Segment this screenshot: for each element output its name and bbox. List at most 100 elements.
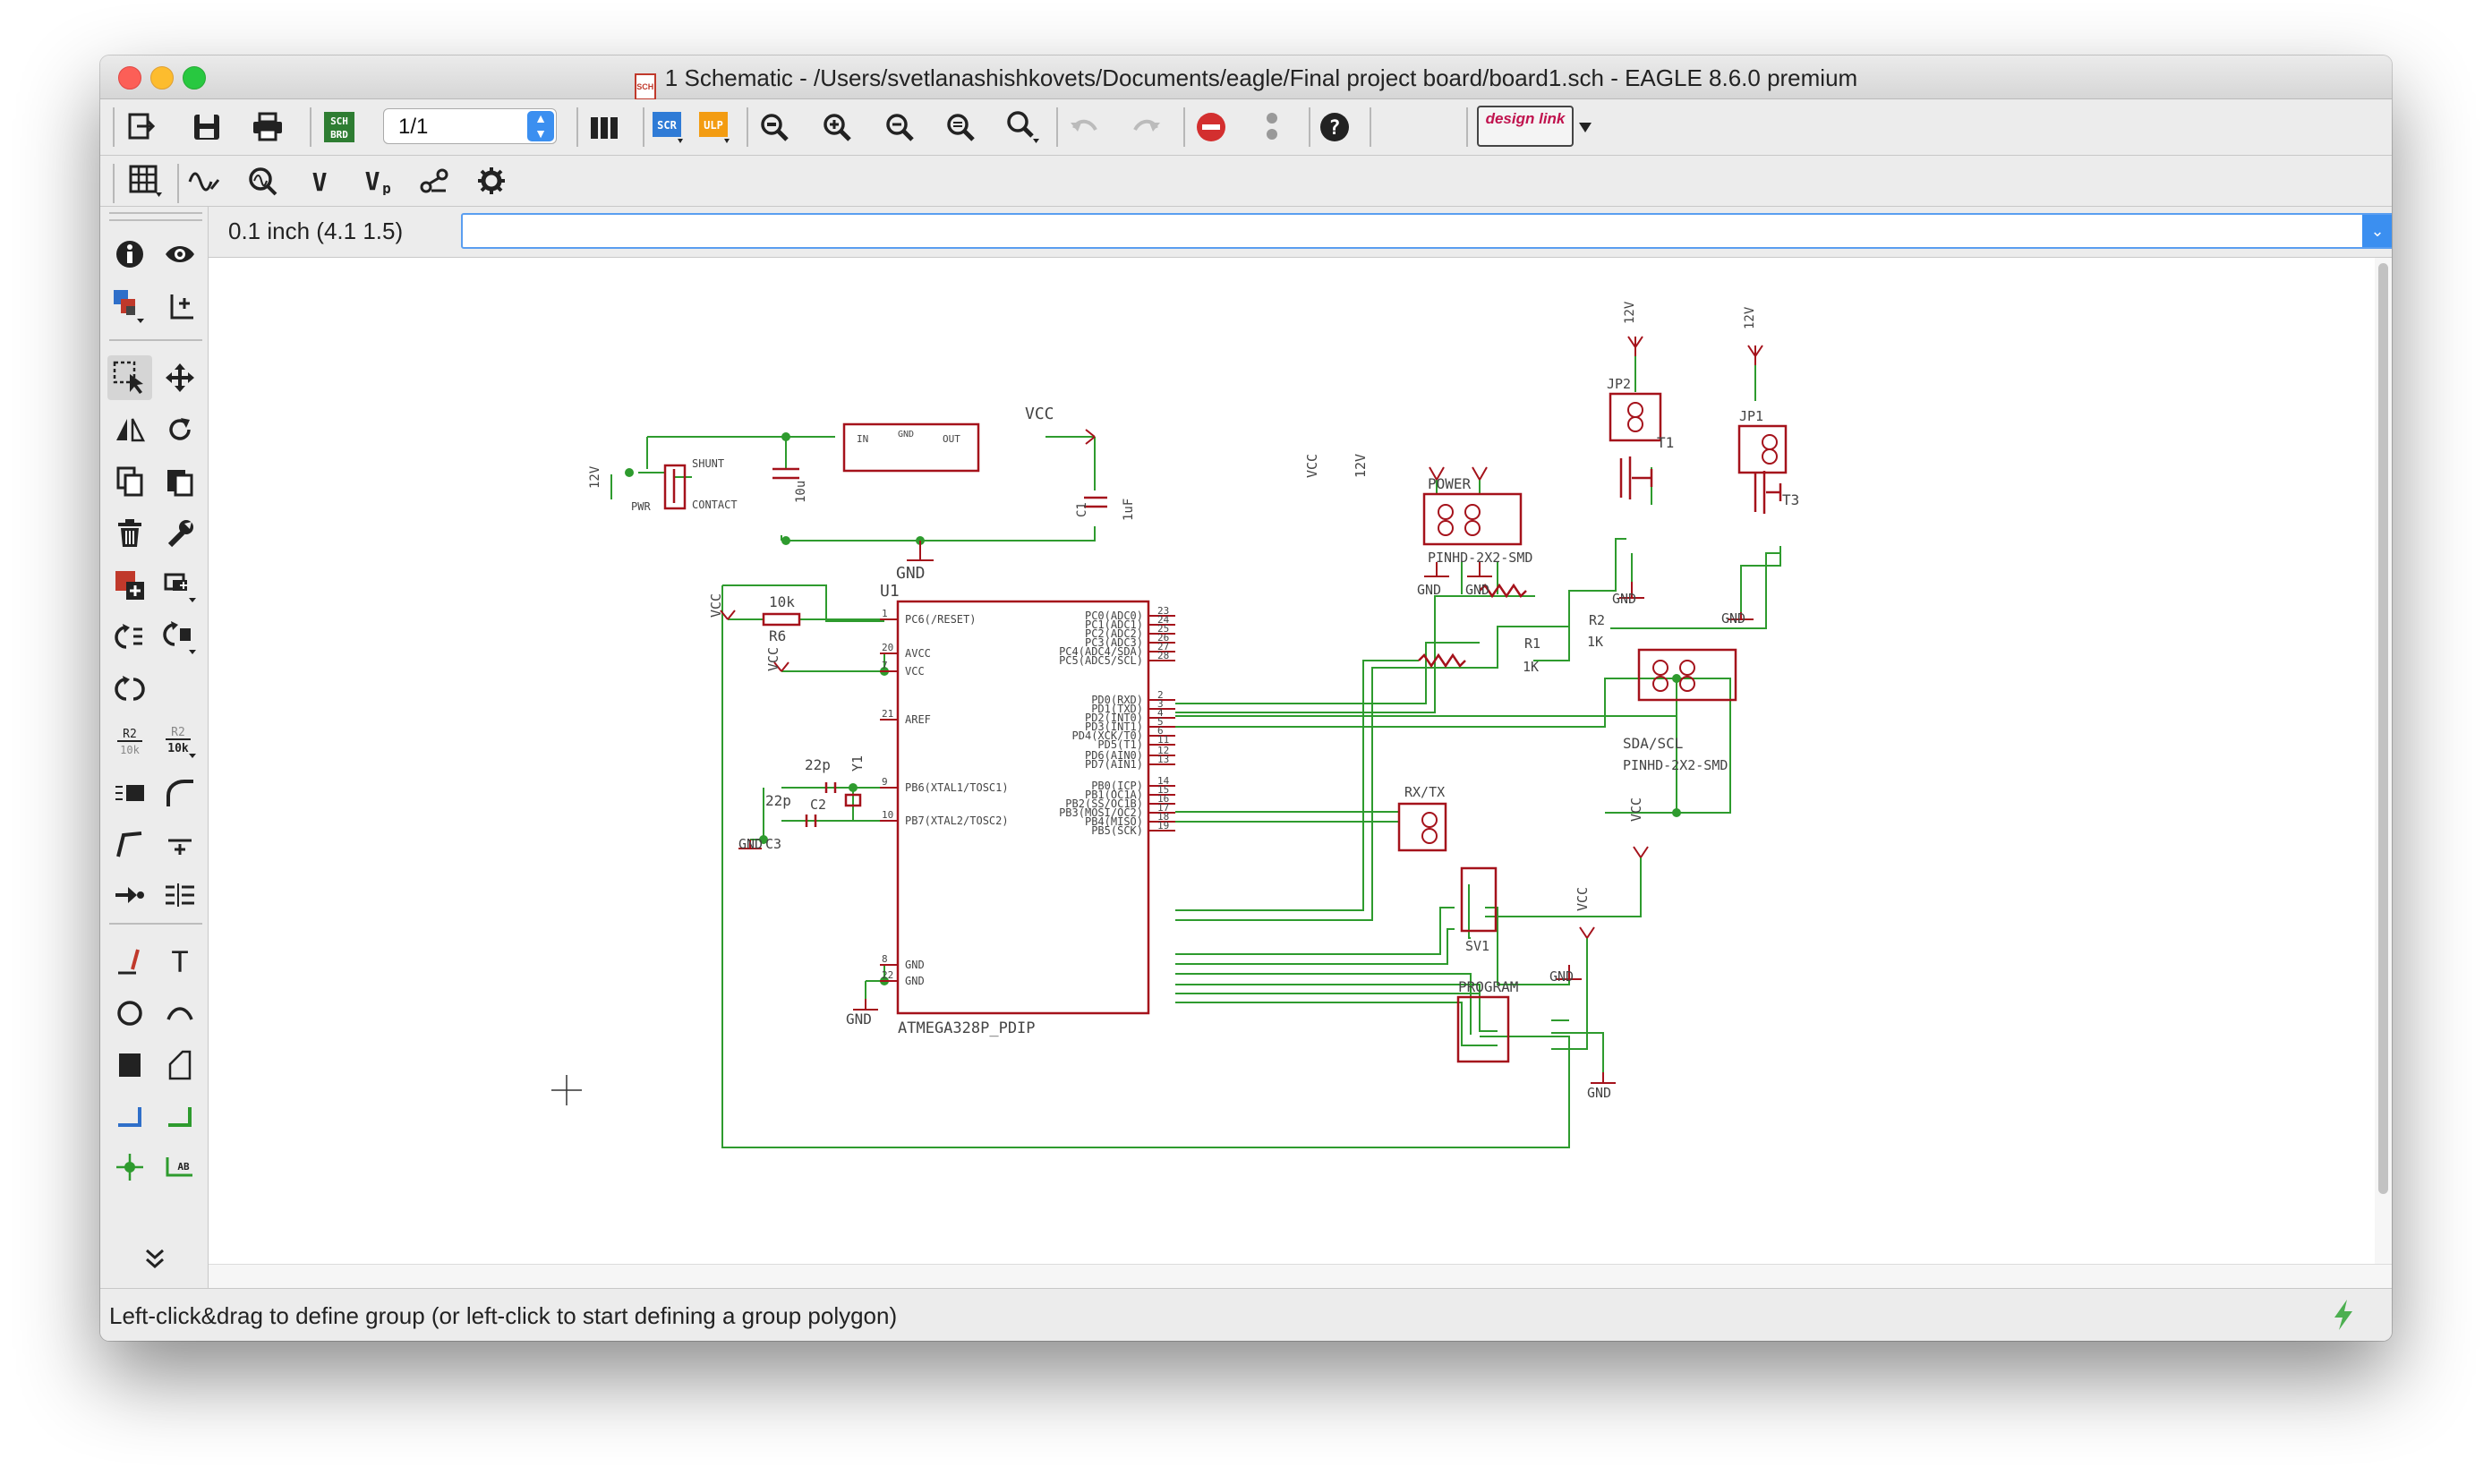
redo-icon[interactable] (1126, 107, 1167, 148)
show-eye-icon[interactable] (158, 232, 202, 277)
arc-icon[interactable] (158, 991, 202, 1036)
net-icon[interactable] (107, 1095, 152, 1139)
c2-value-label: 22p (805, 756, 831, 773)
zoom-redraw-icon[interactable] (940, 107, 981, 148)
settings-gear-icon[interactable] (471, 160, 512, 201)
designlink-button[interactable]: design link (1477, 106, 1574, 147)
swap-gate-icon[interactable] (158, 615, 202, 660)
change-wrench-icon[interactable] (158, 511, 202, 556)
minimize-window-button[interactable] (150, 66, 174, 90)
maximize-window-button[interactable] (183, 66, 206, 90)
move-icon[interactable] (158, 355, 202, 400)
rotate-icon[interactable] (158, 407, 202, 452)
slice-icon[interactable] (107, 873, 152, 917)
copy-icon[interactable] (107, 459, 152, 504)
save-icon[interactable] (186, 107, 227, 148)
sheet-stepper[interactable]: ▲▼ (527, 111, 554, 141)
vertical-scroll-thumb[interactable] (2378, 263, 2388, 1194)
u1-right-pin-number: 11 (1157, 734, 1169, 746)
close-window-button[interactable] (118, 66, 141, 90)
group-select-icon[interactable] (107, 355, 152, 400)
grid-icon[interactable] (125, 160, 166, 201)
ulp-icon[interactable]: ULP (695, 107, 736, 148)
toolbar-divider (643, 107, 644, 147)
layers-icon[interactable] (584, 107, 625, 148)
script-icon[interactable]: SCR (648, 107, 689, 148)
help-icon[interactable]: ? (1314, 107, 1355, 148)
sda-scl-label: SDA/SCL (1623, 735, 1683, 752)
zoom-out-icon[interactable] (879, 107, 920, 148)
simulate-icon[interactable] (184, 160, 226, 201)
designlink-dropdown-icon[interactable] (1572, 107, 1599, 148)
label-icon[interactable]: AB (158, 1145, 202, 1190)
info-icon[interactable] (107, 232, 152, 277)
zoom-in-icon[interactable] (816, 107, 858, 148)
mirror-icon[interactable] (107, 407, 152, 452)
net-link-icon[interactable] (414, 160, 455, 201)
sheet-selector[interactable]: 1/1▲▼ (383, 108, 557, 144)
pinswap-icon[interactable] (107, 667, 152, 712)
polygon-icon[interactable] (158, 1043, 202, 1087)
smash-icon[interactable] (107, 771, 152, 815)
horizontal-scrollbar[interactable] (209, 1264, 2392, 1288)
undo-icon[interactable] (1063, 107, 1105, 148)
u1-right-pin-number: 18 (1157, 811, 1169, 823)
expand-palette-icon[interactable] (132, 1236, 177, 1281)
zoom-fit-icon[interactable] (754, 107, 795, 148)
vertical-scrollbar[interactable] (2375, 258, 2392, 1264)
align-icon[interactable] (158, 873, 202, 917)
toolbar-divider (1370, 107, 1371, 147)
u1-left-pin-name: GND (905, 975, 925, 987)
command-history-dropdown[interactable]: ⌄ (2362, 215, 2392, 247)
miter-icon[interactable] (158, 771, 202, 815)
mark-icon[interactable] (158, 284, 202, 328)
header-pins (1421, 402, 1778, 844)
toolbar-divider (576, 107, 578, 147)
u1-left-pin-name: GND (905, 959, 925, 971)
add-part-icon[interactable] (107, 563, 152, 608)
junction-icon[interactable] (107, 1145, 152, 1190)
u1-value-label: ATMEGA328P_PDIP (898, 1019, 1036, 1037)
print-icon[interactable] (247, 107, 288, 148)
r2-value-label: 1K (1587, 634, 1603, 650)
u1-left-pins: PC6(/RESET)1AVCC20VCC7AREF21PB6(XTAL1/TO… (882, 608, 1009, 987)
u1-right-pin-name: PD3(INT1) (1085, 721, 1143, 733)
u1-right-pin-number: 13 (1157, 754, 1169, 765)
zoom-select-icon[interactable] (1003, 107, 1044, 148)
rectangle-icon[interactable] (107, 1043, 152, 1087)
stop-icon[interactable] (1191, 107, 1232, 148)
open-icon[interactable] (120, 107, 161, 148)
line-draw-icon[interactable] (107, 939, 152, 984)
bus-icon[interactable] (158, 1095, 202, 1139)
coordinate-readout: 0.1 inch (4.1 1.5) (228, 217, 404, 244)
u1-left-pin-number: 20 (882, 642, 893, 653)
text-icon[interactable]: T (158, 939, 202, 984)
delete-trash-icon[interactable] (107, 511, 152, 556)
paste-icon[interactable] (158, 459, 202, 504)
optimize-icon[interactable] (158, 823, 202, 867)
u1-right-pin-number: 6 (1157, 725, 1164, 737)
svg-text:SCH: SCH (330, 115, 348, 127)
u1-left-pin-number: 21 (882, 708, 893, 720)
circle-icon[interactable] (107, 991, 152, 1036)
go-icon[interactable] (1251, 107, 1293, 148)
probe-icon[interactable] (242, 160, 283, 201)
replace-part-icon[interactable] (158, 563, 202, 608)
u1-right-pin-name: PD5(T1) (1097, 738, 1143, 751)
split-icon[interactable] (107, 823, 152, 867)
command-line[interactable]: ⌄ (461, 213, 2392, 249)
lightning-bolt-icon[interactable] (2331, 1300, 2356, 1335)
voltage-probe-icon[interactable]: V (299, 160, 340, 201)
command-input[interactable] (463, 215, 2362, 249)
svg-text:ULP: ULP (704, 119, 723, 132)
c2-label: C2 (810, 797, 826, 813)
u1-right-pin-name: PD7(AIN1) (1085, 758, 1143, 771)
display-layers-icon[interactable] (107, 284, 152, 328)
invoke-gate-icon[interactable] (107, 615, 152, 660)
